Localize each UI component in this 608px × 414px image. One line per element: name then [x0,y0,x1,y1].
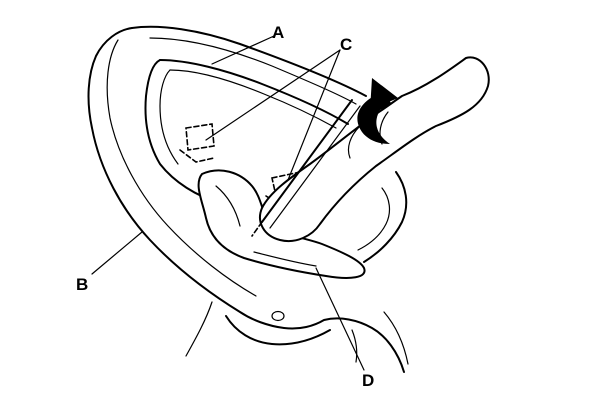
callout-c: C [340,35,352,54]
callout-d: D [362,371,374,390]
leader-lines [91,35,365,371]
window-frame-a [131,25,408,263]
rotation-arrow [357,78,398,144]
hand-with-screwdriver [251,56,490,242]
cloth-d [197,169,366,279]
callout-b: B [76,275,88,294]
callout-a: A [272,23,284,42]
